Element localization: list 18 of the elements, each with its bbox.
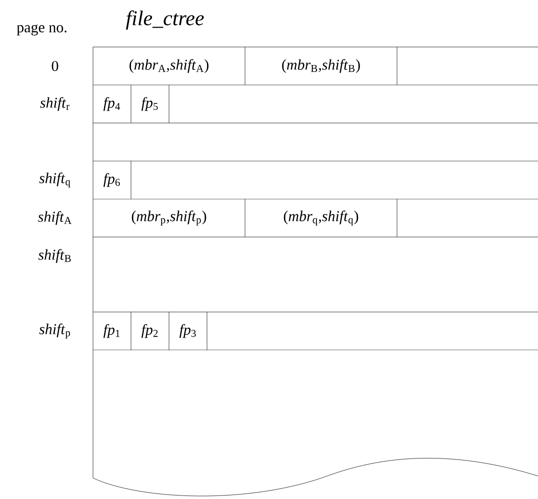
- page-number: shift$_{q}$: [39, 172, 70, 188]
- cell-text: (mbr$_{p}$,shift$_{p}$): [132, 210, 206, 226]
- cell-text: (mbr$_{A}$,shift$_{A}$): [130, 59, 208, 73]
- cell-text: fp$_{1}$: [103, 324, 120, 338]
- title: file_ctree: [126, 10, 204, 30]
- cell-text: fp$_{3}$: [179, 324, 196, 338]
- page-number: shift$_{B}$: [38, 249, 71, 263]
- cell-text: fp$_{5}$: [141, 97, 158, 111]
- page-number: shift$_{p}$: [39, 324, 70, 338]
- cell-text: fp$_{4}$: [103, 97, 120, 111]
- column-heading: page no.: [16, 24, 66, 36]
- page-number: shift$_{r}$: [40, 97, 70, 111]
- cell-text: (mbr$_{q}$,shift$_{q}$): [284, 210, 358, 226]
- cell-text: fp$_{2}$: [141, 324, 158, 338]
- page-number: shift$_{A}$: [38, 211, 72, 225]
- page-number: 0: [52, 60, 58, 72]
- cell-text: fp$_{6}$: [103, 173, 120, 187]
- cell-text: (mbr$_{B}$,shift$_{B}$): [282, 59, 360, 73]
